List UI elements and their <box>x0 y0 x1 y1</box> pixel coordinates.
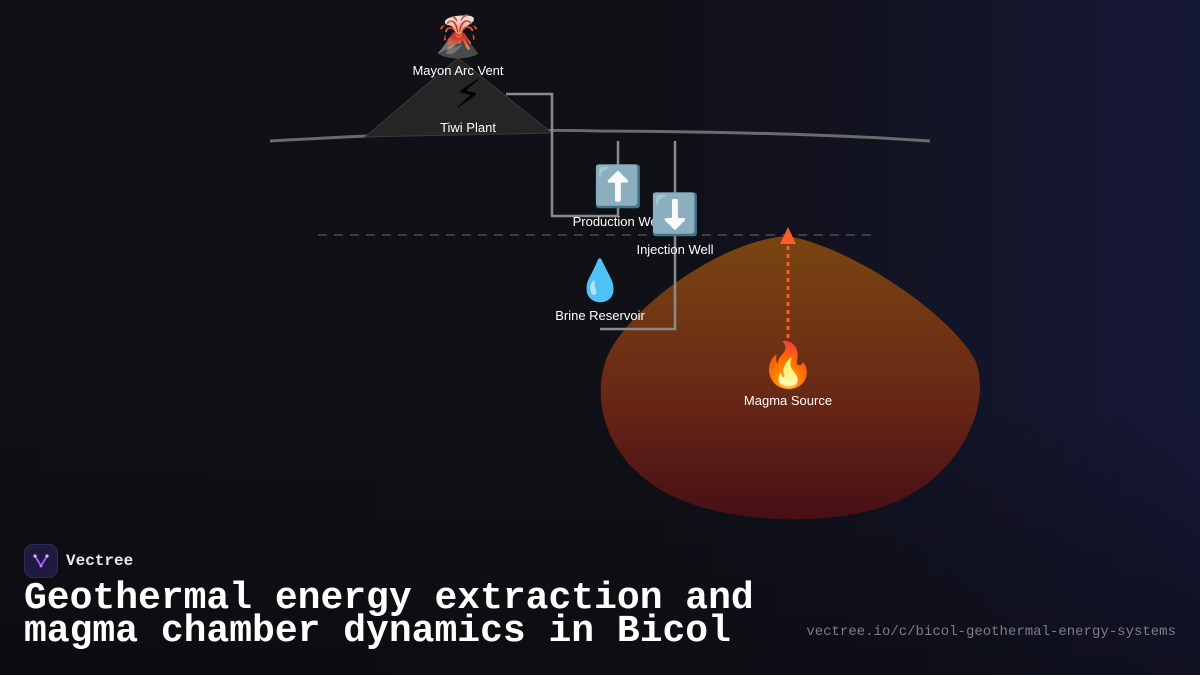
heat-flow-arrowhead <box>780 227 796 244</box>
source-url: vectree.io/c/bicol-geothermal-energy-sys… <box>806 624 1176 640</box>
vent-label: Mayon Arc Vent <box>412 63 503 78</box>
brine-reservoir-label: Brine Reservoir <box>555 308 645 323</box>
droplet-icon: 💧 <box>575 257 625 304</box>
volcano-cone <box>363 57 554 138</box>
node-magma-source: 🔥 Magma Source <box>744 340 832 408</box>
vectree-logo-icon <box>24 544 58 578</box>
injection-well-label: Injection Well <box>636 242 713 257</box>
node-brine-reservoir: 💧 Brine Reservoir <box>555 257 645 323</box>
fire-icon: 🔥 <box>761 340 816 391</box>
lightning-icon: ⚡ <box>454 72 482 118</box>
volcano-icon: 🌋 <box>433 13 483 60</box>
brand: Vectree <box>24 544 133 578</box>
page-title: Geothermal energy extraction and magma c… <box>24 577 754 653</box>
plant-label: Tiwi Plant <box>440 120 496 135</box>
arrow-up-icon: ⬆️ <box>593 163 643 210</box>
brand-name: Vectree <box>66 552 134 570</box>
production-well-label: Production Well <box>573 214 664 229</box>
plant-to-production-pipe <box>506 92 620 218</box>
node-plant: ⚡ Tiwi Plant <box>440 72 496 135</box>
magma-chamber <box>600 236 980 520</box>
node-vent: 🌋 Mayon Arc Vent <box>412 13 503 78</box>
injection-pipe <box>600 141 677 331</box>
node-injection-well: ⬇️ Injection Well <box>636 191 713 257</box>
magma-source-label: Magma Source <box>744 393 832 408</box>
node-production-well: ⬆️ Production Well <box>573 163 664 229</box>
arrow-down-icon: ⬇️ <box>650 191 700 238</box>
